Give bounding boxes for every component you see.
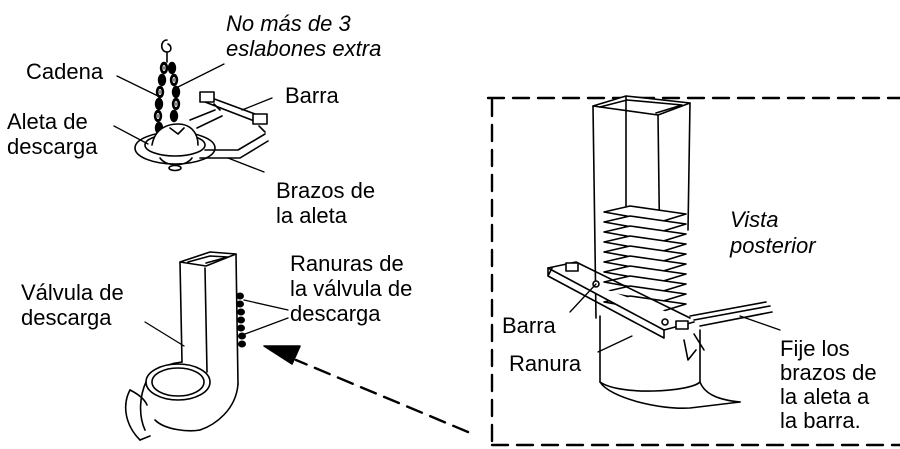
valve-slots-label-line1: Ranuras de	[290, 251, 404, 276]
flapper-leader-lines	[113, 63, 273, 173]
flapper-assembly-drawing	[134, 39, 269, 172]
attach-note-line2: brazos de	[780, 360, 877, 385]
attach-note-line3: la aleta a	[780, 384, 870, 409]
flush-valve-label-line1: Válvula de	[21, 280, 124, 305]
flapper-arms-label-line1: Brazos de	[276, 178, 376, 203]
dashed-arrow	[263, 345, 470, 434]
valve-slots-label-line2: la válvula de	[290, 276, 413, 301]
flapper-label-line2: descarga	[7, 134, 98, 159]
rear-view-drawing	[547, 95, 773, 410]
rear-view-label-line2: posterior	[730, 233, 816, 258]
inset-leader-lines	[569, 283, 781, 353]
flapper-label-line1: Aleta de	[7, 109, 88, 134]
rear-view-label-line1: Vista	[730, 207, 779, 232]
attach-note-line1: Fije los	[780, 336, 850, 361]
chain-extra-links-note-line1: No más de 3	[226, 11, 351, 36]
flapper-arms-label-line2: la aleta	[276, 203, 347, 228]
valve-slots-label-line3: descarga	[290, 301, 381, 326]
attach-note-line4: la barra.	[780, 408, 861, 433]
valve-leader-lines	[144, 299, 289, 347]
bar-label-top: Barra	[285, 83, 339, 108]
chain-extra-links-note-line2: eslabones extra	[226, 36, 382, 61]
flush-valve-drawing	[124, 251, 246, 441]
slot-label: Ranura	[509, 351, 582, 376]
chain-label: Cadena	[26, 59, 104, 84]
flush-valve-label-line2: descarga	[21, 305, 112, 330]
bar-label-inset: Barra	[502, 313, 556, 338]
inset-dashed-box	[486, 96, 900, 447]
